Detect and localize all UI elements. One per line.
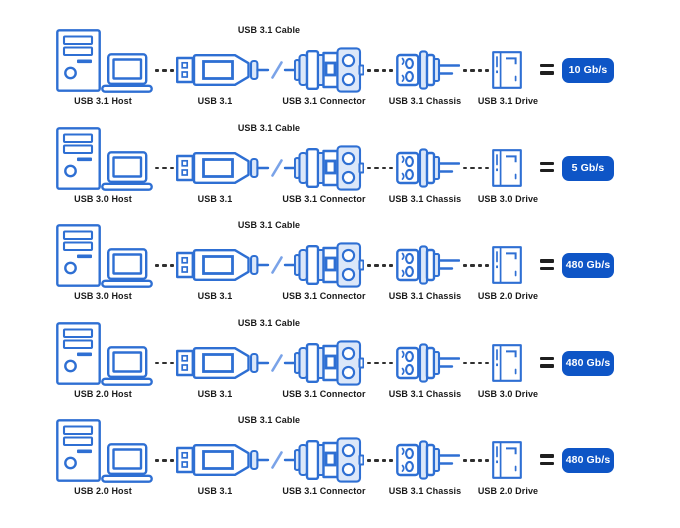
desktop-tower-icon (56, 321, 101, 390)
connector-label: USB 3.1 Connector (282, 486, 366, 497)
usb-connector-icon (293, 340, 365, 391)
laptop-icon (101, 248, 153, 293)
link-dashes (367, 69, 394, 72)
connector-label: USB 3.1 Connector (282, 291, 366, 302)
connector-label: USB 3.1 Connector (282, 96, 366, 106)
chassis-label: USB 3.1 Chassis (388, 388, 462, 399)
link-dashes (463, 69, 490, 72)
desktop-tower-icon (56, 29, 101, 97)
chassis-label: USB 3.1 Chassis (388, 96, 462, 106)
connector-label: USB 3.1 Connector (282, 193, 366, 204)
link-dashes (367, 264, 394, 267)
compatibility-row: 480 Gb/s USB 3.1 Cable USB 2.0 Host USB … (0, 410, 680, 508)
connector-label: USB 3.1 Connector (282, 388, 366, 399)
plug-label: USB 3.1 (197, 388, 233, 399)
speed-badge: 480 Gb/s (562, 448, 614, 474)
usb-connector-icon (293, 437, 365, 488)
compatibility-row: 5 Gb/s USB 3.1 Cable USB 3.0 Host USB 3.… (0, 118, 680, 216)
usb-plug-icon (176, 440, 300, 485)
cable-label: USB 3.1 Cable (237, 220, 301, 231)
cable-label: USB 3.1 Cable (237, 25, 301, 35)
host-label: USB 2.0 Host (74, 486, 132, 497)
usb-plug-icon (176, 50, 300, 95)
drive-label: USB 2.0 Drive (477, 291, 539, 302)
host-label: USB 2.0 Host (74, 388, 132, 399)
usb-chassis-icon (396, 50, 461, 95)
usb-plug-icon (176, 245, 300, 290)
laptop-icon (101, 443, 153, 488)
equals-icon (540, 64, 554, 75)
equals-icon (540, 356, 554, 368)
usb-chassis-icon (396, 343, 461, 388)
equals-icon (540, 454, 554, 466)
equals-icon (540, 259, 554, 270)
drive-label: USB 3.0 Drive (477, 388, 539, 399)
compatibility-row: 10 Gb/s USB 3.1 Cable USB 3.1 Host USB 3… (0, 20, 680, 118)
drive-icon (492, 51, 522, 94)
plug-label: USB 3.1 (197, 193, 233, 204)
drive-label: USB 3.1 Drive (477, 96, 539, 106)
speed-badge: 480 Gb/s (562, 253, 614, 279)
drive-icon (492, 246, 522, 289)
plug-label: USB 3.1 (197, 486, 233, 497)
plug-label: USB 3.1 (197, 291, 233, 302)
cable-label: USB 3.1 Cable (237, 415, 301, 426)
host-label: USB 3.1 Host (74, 96, 132, 106)
chassis-label: USB 3.1 Chassis (388, 291, 462, 302)
equals-icon (540, 161, 554, 173)
laptop-icon (101, 150, 153, 196)
compatibility-row: 480 Gb/s USB 3.1 Cable USB 3.0 Host USB … (0, 215, 680, 313)
speed-badge: 480 Gb/s (562, 350, 614, 376)
usb-connector-icon (293, 144, 365, 196)
link-dashes (463, 166, 490, 170)
usb-connector-icon (293, 47, 365, 98)
drive-label: USB 3.0 Drive (477, 193, 539, 204)
speed-badge: 10 Gb/s (562, 58, 614, 83)
laptop-icon (101, 345, 153, 391)
link-dashes (463, 264, 490, 267)
drive-icon (492, 441, 522, 484)
usb-plug-icon (176, 343, 300, 388)
speed-badge: 5 Gb/s (562, 155, 614, 181)
drive-icon (492, 148, 522, 192)
host-label: USB 3.0 Host (74, 291, 132, 302)
host-label: USB 3.0 Host (74, 193, 132, 204)
desktop-tower-icon (56, 419, 101, 487)
usb-plug-icon (176, 148, 300, 193)
link-dashes (367, 361, 394, 365)
usb-connector-icon (293, 242, 365, 293)
chassis-label: USB 3.1 Chassis (388, 486, 462, 497)
link-dashes (367, 166, 394, 170)
desktop-tower-icon (56, 224, 101, 292)
link-dashes (367, 459, 394, 462)
link-dashes (463, 361, 490, 365)
drive-label: USB 2.0 Drive (477, 486, 539, 497)
laptop-icon (101, 53, 153, 98)
usb-chassis-icon (396, 147, 461, 193)
usb-chassis-icon (396, 245, 461, 290)
desktop-tower-icon (56, 126, 101, 195)
diagram-rows: 10 Gb/s USB 3.1 Cable USB 3.1 Host USB 3… (0, 20, 680, 508)
link-dashes (463, 459, 490, 462)
drive-icon (492, 343, 522, 387)
cable-label: USB 3.1 Cable (237, 317, 301, 328)
usb-chassis-icon (396, 440, 461, 485)
chassis-label: USB 3.1 Chassis (388, 193, 462, 204)
cable-label: USB 3.1 Cable (237, 122, 301, 133)
plug-label: USB 3.1 (197, 96, 233, 106)
compatibility-row: 480 Gb/s USB 3.1 Cable USB 2.0 Host USB … (0, 313, 680, 411)
